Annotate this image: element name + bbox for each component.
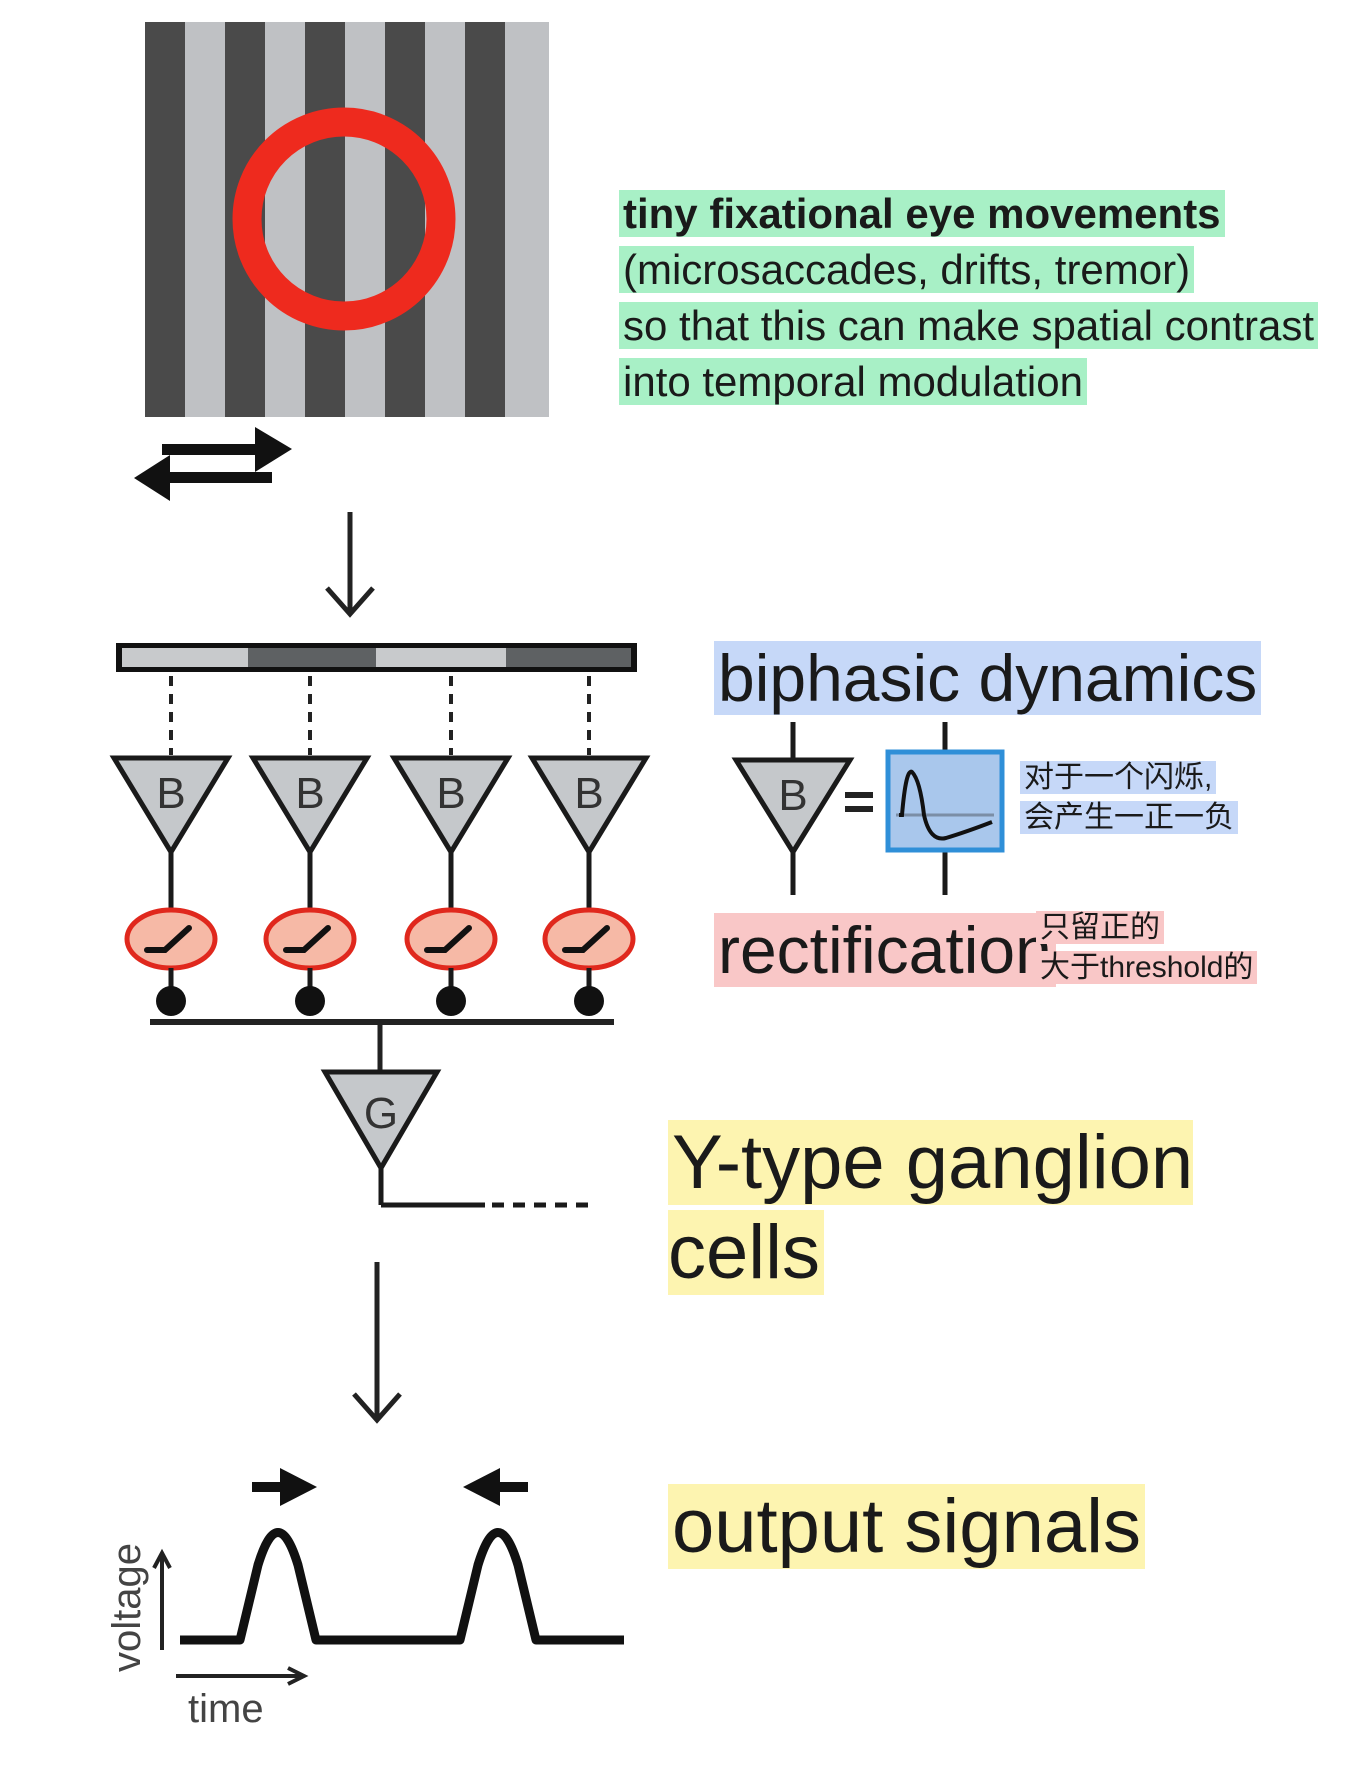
kernel-box: [885, 749, 1005, 853]
bipolar-cell: [527, 755, 651, 857]
equals-sign-icon: [845, 792, 873, 812]
biphasic-kernel-curve: [899, 769, 993, 841]
eye-movements-line4: into temporal modulation: [619, 358, 1087, 405]
bipolar-cell-letter: B: [778, 771, 807, 820]
left-arrow-icon: [463, 1468, 528, 1506]
time-axis: [176, 1666, 309, 1686]
synapse-dot: [574, 986, 604, 1016]
bipolar-column: B: [248, 676, 372, 1016]
rectifier-icon: [144, 925, 192, 953]
biphasic-annotation: biphasic dynamics: [714, 640, 1262, 718]
rectification-note: 只留正的 大于threshold的: [1036, 908, 1258, 988]
voltage-axis: [152, 1548, 172, 1650]
rectifier-icon: [424, 925, 472, 953]
synapse-dot: [436, 986, 466, 1016]
biphasic-kernel-legend: B: [731, 722, 1005, 895]
biphasic-note-line1: 对于一个闪烁,: [1020, 761, 1217, 794]
synapse-dot: [295, 986, 325, 1016]
receptive-field-ring: [232, 107, 456, 331]
bipolar-cell-letter: B: [295, 769, 324, 818]
bipolar-cell: [248, 755, 372, 857]
ganglion-cell: G: [320, 1069, 590, 1208]
output-signal-plot: voltage time: [105, 1468, 624, 1731]
rectifier: [263, 907, 357, 971]
bipolar-column: B: [109, 676, 233, 1016]
rectification-label: rectification: [714, 913, 1056, 987]
grating-stimulus: [145, 22, 549, 417]
voltage-trace: [180, 1528, 624, 1645]
bipolar-cell: [109, 755, 233, 857]
bipolar-column: B: [389, 676, 513, 1016]
bipolar-cell-letter: B: [156, 769, 185, 818]
eye-movement-arrows-icon: [134, 427, 292, 501]
ganglion-cell-letter: G: [364, 1089, 398, 1138]
eye-movements-line2: (microsaccades, drifts, tremor): [619, 246, 1195, 293]
time-axis-label: time: [188, 1687, 264, 1731]
eye-movements-line3: so that this can make spatial contrast: [619, 302, 1319, 349]
bipolar-cell: [389, 755, 513, 857]
eye-movements-title: tiny fixational eye movements: [619, 190, 1225, 237]
ganglion-annotation: Y-type ganglion cells: [668, 1118, 1358, 1297]
input-bar: [116, 643, 637, 672]
bipolar-cell-letter: B: [574, 769, 603, 818]
down-arrow-icon: [352, 1262, 402, 1424]
biphasic-label: biphasic dynamics: [714, 641, 1262, 715]
output-annotation: output signals: [668, 1482, 1145, 1572]
rectification-annotation: rectification: [714, 912, 1056, 990]
rectifier-icon: [562, 925, 610, 953]
eye-movements-annotation: tiny fixational eye movements (microsacc…: [619, 186, 1319, 410]
right-arrow-icon: [252, 1468, 317, 1506]
biphasic-note-line2: 会产生一正一负: [1020, 801, 1238, 834]
output-label: output signals: [668, 1484, 1145, 1569]
biphasic-note: 对于一个闪烁, 会产生一正一负: [1020, 758, 1238, 838]
rectifier: [404, 907, 498, 971]
rectification-note-line2: 大于threshold的: [1036, 951, 1258, 984]
voltage-axis-label: voltage: [105, 1543, 149, 1672]
rectification-note-line1: 只留正的: [1036, 911, 1164, 944]
bipolar-cell-letter: B: [436, 769, 465, 818]
down-arrow-icon: [325, 512, 375, 618]
ganglion-label: Y-type ganglion cells: [668, 1120, 1194, 1295]
rectifier-icon: [283, 925, 331, 953]
rectifier: [124, 907, 218, 971]
synapse-dot: [156, 986, 186, 1016]
rectifier: [542, 907, 636, 971]
bipolar-column: B: [527, 676, 651, 1016]
